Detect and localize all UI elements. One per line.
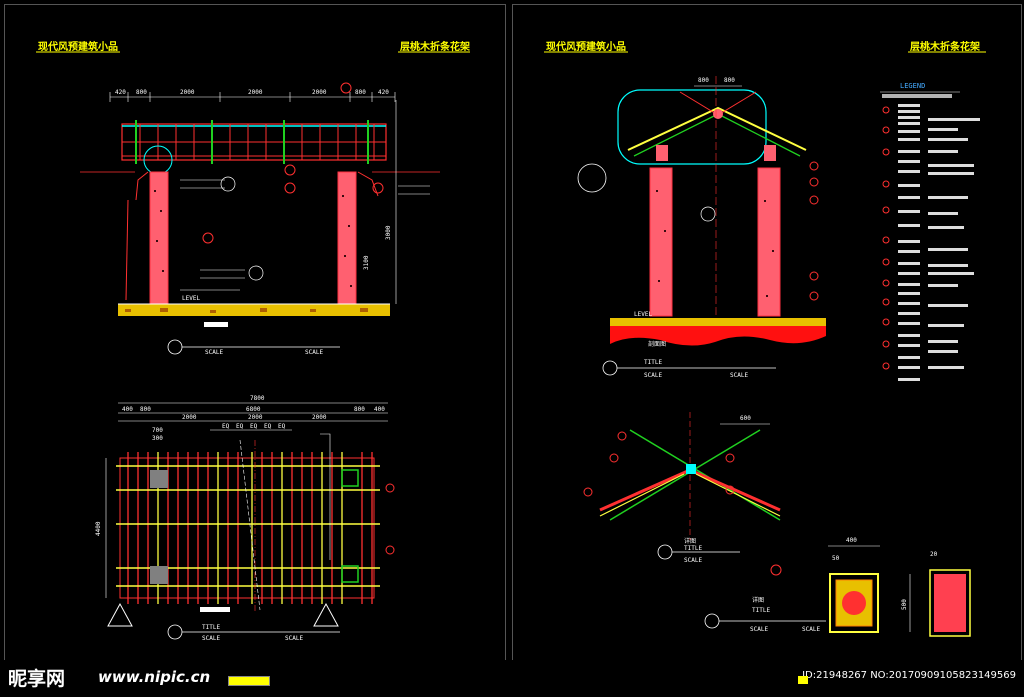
column-base-detail: 400 50 20 500 详图 TITLE SCALE SCALE [704,537,971,637]
right-sheet-tab [798,676,808,684]
dim-label: 50 [832,555,840,562]
dim-label: 2000 [312,414,327,421]
dim-label: 800 [140,406,151,413]
scale-label: SCALE [202,635,220,642]
watermark-brand: 昵享网 [8,668,66,690]
dim-label: 800 [698,77,709,84]
watermark-image-id: ID:21948267 NO:20170909105823149569 [802,670,1016,681]
watermark-bar [0,660,1024,697]
scale-label: SCALE [305,349,323,356]
scale-label: SCALE [205,349,223,356]
dim-label: 2000 [312,89,327,96]
dim-label: 2000 [248,414,263,421]
scale-label: SCALE [730,372,748,379]
legend-title: LEGEND [900,82,925,90]
side-section: 800 800 LEVEL 剖面图 TITLE SCALE SCALE [577,76,826,379]
dim-label: 800 [354,406,365,413]
dim-label: 800 [136,89,147,96]
dim-label: 20 [930,551,938,558]
title-label: TITLE [202,624,220,631]
watermark-site: www.nipic.cn [98,668,211,686]
title-label: TITLE [752,607,770,614]
title-label: TITLE [644,359,662,366]
left-column [149,171,169,305]
scale-label: SCALE [285,635,303,642]
dim-label: 7800 [250,395,265,402]
joint-detail: 600 详图 TITLE SCALE [583,412,781,564]
title-label: TITLE [684,545,702,552]
level-label: LEVEL [182,295,200,302]
scale-label: SCALE [750,626,768,633]
dim-label: 600 [740,415,751,422]
left-sheet-tab [228,676,270,686]
right-sheet-subtitle: 层桃木折条花架 [910,42,980,53]
front-elevation: 420 800 2000 2000 2000 800 420 [80,82,440,356]
legend-panel: LEGEND [880,82,980,381]
right-sheet-title: 现代风预建筑小品 [546,42,626,53]
dim-label: EQ [250,423,258,430]
dim-label: 400 [122,406,133,413]
dim-label: 2000 [180,89,195,96]
dim-label: 2000 [182,414,197,421]
left-sheet-subtitle: 层桃木折条花架 [400,42,470,53]
level-label: LEVEL [634,311,652,318]
dim-label: 300 [152,435,163,442]
dim-label: 6800 [246,406,261,413]
dim-label: 3100 [363,255,370,270]
section-label: 剖面图 [648,340,666,348]
top-plan: 7800 400 800 6800 800 400 2000 2000 2000… [95,395,395,642]
dim-label: 420 [115,89,126,96]
dim-label: 500 [901,599,908,610]
dim-label: 800 [355,89,366,96]
dim-label: EQ [236,423,244,430]
left-column [649,167,673,317]
detail-label: 详图 [684,537,696,545]
scale-label: SCALE [802,626,820,633]
dim-label: 700 [152,427,163,434]
dim-label: 400 [374,406,385,413]
left-sheet-title: 现代风预建筑小品 [38,42,118,53]
dim-label: 2000 [248,89,263,96]
scale-label: SCALE [644,372,662,379]
detail-label: 详图 [752,596,764,604]
dim-label: EQ [264,423,272,430]
right-column [337,171,357,305]
right-column [757,167,781,317]
scale-label: SCALE [684,557,702,564]
dim-label: 3000 [385,225,392,240]
dim-label: 400 [846,537,857,544]
dim-label: 4400 [95,521,102,536]
dim-label: EQ [222,423,230,430]
dim-label: 420 [378,89,389,96]
dim-label: EQ [278,423,286,430]
dim-label: 800 [724,77,735,84]
